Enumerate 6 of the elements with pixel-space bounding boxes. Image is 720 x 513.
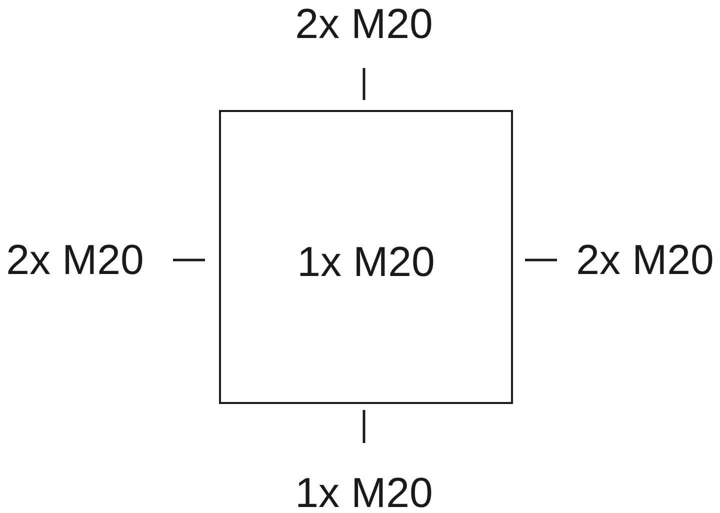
entry-count-label: 2x M20 [295, 3, 433, 45]
entry-count-label: 1x M20 [295, 472, 433, 513]
entry-count-label: 2x M20 [6, 239, 144, 281]
entry-count-label: 2x M20 [576, 239, 714, 281]
enclosure-box [219, 110, 513, 404]
entry-count-label: 1x M20 [297, 241, 435, 283]
